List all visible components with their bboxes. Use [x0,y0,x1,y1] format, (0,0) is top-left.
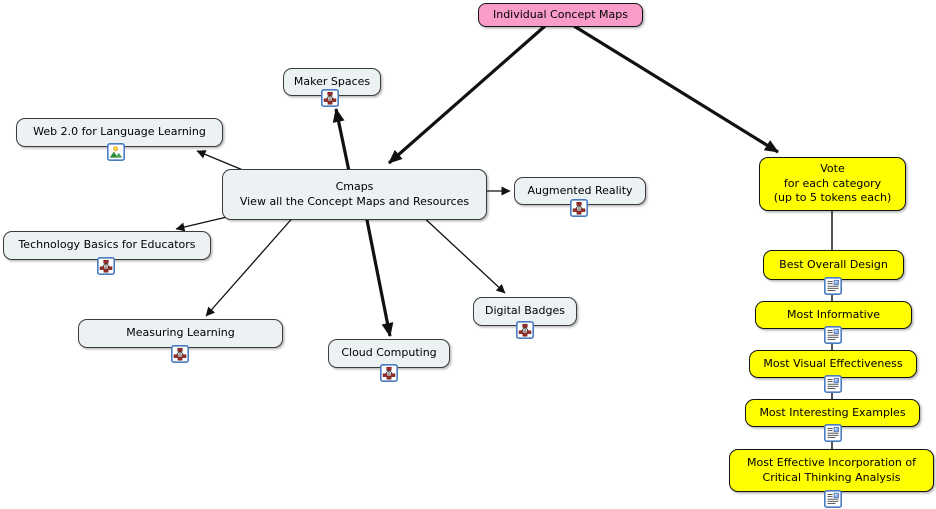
concept-node-most-informative[interactable]: Most Informative [755,301,912,329]
document-icon[interactable] [824,277,842,295]
concept-map-icon[interactable] [380,364,398,382]
node-label: Individual Concept Maps [492,7,628,21]
node-label: Web 2.0 for Language Learning [33,125,206,139]
node-label: Most Interesting Examples [759,405,906,419]
node-label: Vote for each category (up to 5 tokens e… [773,162,892,205]
node-label: Best Overall Design [779,257,888,271]
concept-node-individual-concept-maps[interactable]: Individual Concept Maps [478,3,643,27]
arrow-cmaps-to-maker-spaces [332,108,352,177]
concept-node-best-overall-design[interactable]: Best Overall Design [763,250,904,280]
concept-node-most-effective-incorporation[interactable]: Most Effective Incorporation of Critical… [729,449,934,492]
concept-node-web-20-for-language-learning[interactable]: Web 2.0 for Language Learning [16,118,223,147]
node-label: Measuring Learning [126,326,235,340]
concept-node-measuring-learning[interactable]: Measuring Learning [78,319,283,348]
document-icon[interactable] [824,424,842,442]
arrow-cmaps-to-digital-badges [419,213,506,294]
node-label: Cmaps View all the Concept Maps and Reso… [239,179,470,208]
node-label: Technology Basics for Educators [18,238,196,252]
concept-node-cmaps[interactable]: Cmaps View all the Concept Maps and Reso… [222,169,487,220]
document-icon[interactable] [824,326,842,344]
document-icon[interactable] [824,490,842,508]
node-label: Most Visual Effectiveness [763,356,903,370]
arrow-cmaps-to-cloud-computing [364,214,394,337]
concept-node-technology-basics-for-educators[interactable]: Technology Basics for Educators [3,231,211,260]
arrow-cmaps-to-measuring-learning [205,213,297,317]
node-label: Cloud Computing [341,346,437,360]
node-label: Most Effective Incorporation of Critical… [747,455,916,484]
concept-map-icon[interactable] [321,89,339,107]
node-label: Maker Spaces [293,74,371,88]
concept-node-augmented-reality[interactable]: Augmented Reality [514,177,646,205]
concept-node-most-visual-effectiveness[interactable]: Most Visual Effectiveness [749,350,917,378]
concept-node-maker-spaces[interactable]: Maker Spaces [283,68,381,96]
document-icon[interactable] [824,375,842,393]
concept-map-icon[interactable] [97,257,115,275]
concept-node-most-interesting-examples[interactable]: Most Interesting Examples [745,399,920,427]
image-icon[interactable] [107,143,125,161]
concept-node-vote[interactable]: Vote for each category (up to 5 tokens e… [759,157,906,211]
concept-map-icon[interactable] [570,199,588,217]
arrow-individual-to-vote [573,24,779,154]
arrow-individual-to-cmaps [387,24,547,165]
node-label: Digital Badges [485,304,565,318]
node-label: Most Informative [786,307,880,321]
concept-map-icon[interactable] [171,345,189,363]
node-label: Augmented Reality [527,183,633,197]
concept-map-icon[interactable] [516,321,534,339]
